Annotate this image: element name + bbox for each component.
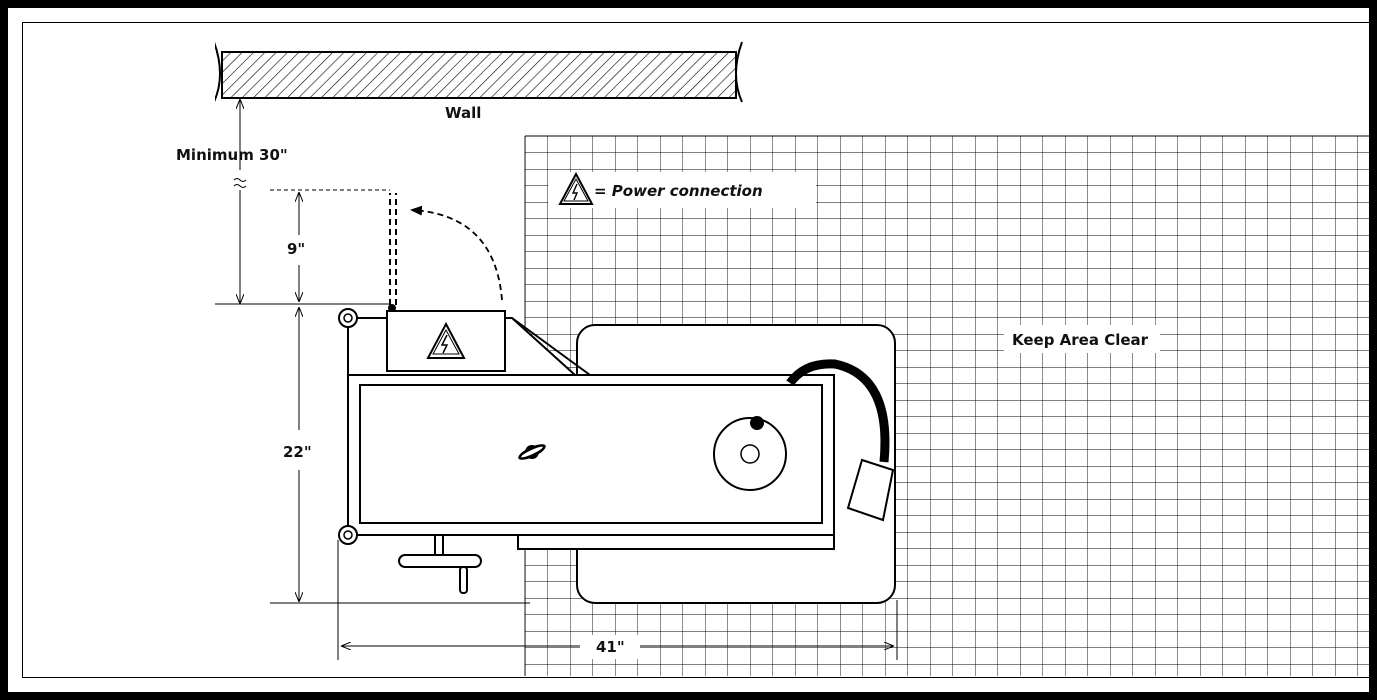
power-legend-text: = Power connection	[594, 182, 763, 200]
power-cord	[786, 359, 895, 522]
door-swing	[388, 193, 503, 312]
planet-logo-icon	[518, 444, 546, 460]
power-connection-icon	[426, 321, 466, 359]
minimum-clearance-dimension	[215, 100, 390, 305]
wall-label: Wall	[445, 104, 481, 122]
rotary-dial	[713, 416, 787, 491]
width-dimension	[337, 540, 898, 660]
machine-footprint	[338, 308, 896, 604]
depth-label: 22"	[283, 443, 312, 461]
wall	[205, 40, 753, 106]
door-swing-dimension	[270, 189, 390, 301]
width-label: 41"	[596, 638, 625, 656]
door-swing-label: 9"	[287, 240, 305, 258]
power-box	[386, 310, 506, 372]
keep-clear-label: Keep Area Clear	[1012, 331, 1149, 349]
keep-clear-backdrop	[1004, 325, 1160, 353]
power-legend-icon	[558, 171, 594, 205]
power-legend-backdrop	[548, 172, 816, 208]
depth-dimension	[270, 308, 530, 604]
minimum-clearance-label: Minimum 30"	[176, 146, 288, 164]
